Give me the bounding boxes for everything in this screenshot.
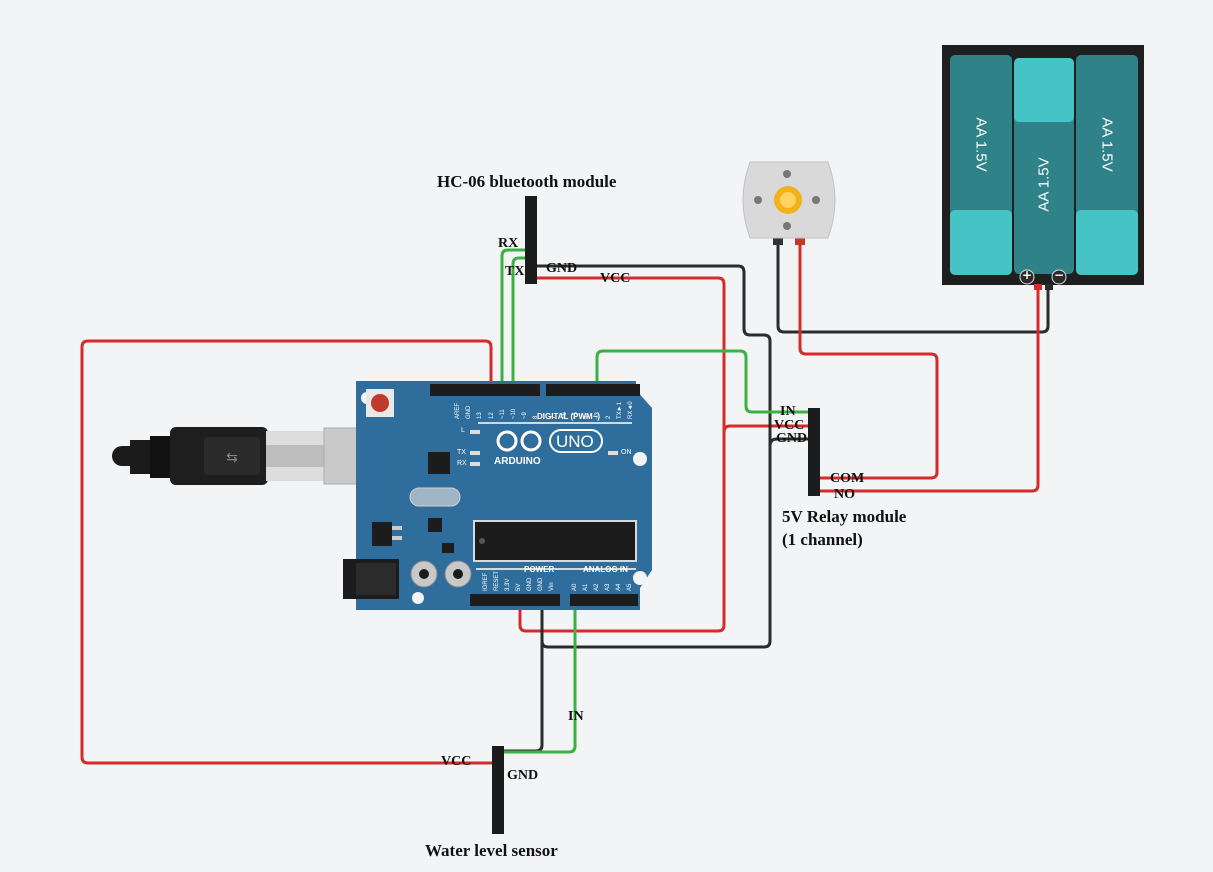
- power-pin-label: 3.3V: [505, 578, 511, 591]
- analog-pin-label: A1: [583, 583, 589, 591]
- wire-sensor-gnd: [498, 638, 544, 753]
- sensor-in-label: IN: [568, 709, 584, 724]
- svg-text:⇆: ⇆: [226, 450, 238, 466]
- relay-title-line1: 5V Relay module: [782, 507, 907, 526]
- relay-no-label: NO: [834, 487, 855, 502]
- relay-title-line2: (1 channel): [782, 530, 863, 549]
- wire-relay-gnd: [768, 437, 815, 448]
- analog-pin-label: A0: [572, 583, 578, 591]
- battery-plus-label: +: [1022, 268, 1033, 282]
- arduino-model: UNO: [556, 432, 594, 451]
- digital-pin-label: ~6: [562, 412, 568, 419]
- arduino-brand: ARDUINO: [494, 456, 541, 467]
- analog-header-label: ANALOG IN: [583, 565, 628, 574]
- relay-vcc-label: VCC: [774, 418, 805, 433]
- battery-cell-2-label: AA 1.5V: [1035, 157, 1053, 212]
- digital-pin-label: 12: [488, 412, 495, 419]
- relay-com-label: COM: [830, 471, 865, 486]
- battery-minus-label: −: [1054, 268, 1065, 282]
- led-rx-label: RX: [457, 460, 467, 467]
- wire-sensor-signal: [498, 596, 577, 754]
- wire-relay-in: [595, 349, 815, 414]
- power-pin-label: Vin: [549, 582, 555, 591]
- digital-header-label: DIGITAL (PWM~): [537, 412, 601, 421]
- bluetooth-header: [525, 196, 537, 284]
- wire-relay-vcc: [722, 424, 815, 434]
- led-on-label: ON: [621, 449, 632, 456]
- dc-motor: [742, 161, 836, 245]
- wire-motor-black: [776, 243, 1050, 334]
- bt-tx-label: TX: [505, 264, 525, 279]
- sensor-gnd-label: GND: [507, 768, 539, 783]
- digital-pin-label: 8: [533, 415, 540, 419]
- sensor-header: [492, 746, 504, 834]
- battery-pack: [942, 45, 1144, 290]
- power-header-label: POWER: [524, 565, 555, 574]
- power-pin-label: GND: [538, 577, 544, 591]
- digital-pin-label: 2: [606, 415, 612, 419]
- digital-pin-label: ~9: [522, 412, 529, 419]
- battery-cell-1-label: AA 1.5V: [972, 117, 990, 172]
- digital-pin-label: TX►1: [617, 402, 623, 419]
- led-l-label: L: [461, 427, 465, 434]
- digital-pin-label: ~5: [573, 412, 579, 419]
- analog-pin-label: A5: [627, 583, 633, 591]
- wire-motor-red: [798, 243, 939, 480]
- power-pin-label: IOREF: [483, 572, 489, 591]
- wire-bt-rx: [500, 248, 532, 391]
- wire-sensor-vcc: [80, 339, 495, 765]
- digital-pin-label: ~11: [499, 409, 506, 419]
- wire-gnd: [531, 264, 772, 649]
- bt-gnd-label: GND: [546, 261, 578, 276]
- usb-cable: ⇆: [112, 427, 397, 485]
- digital-pin-label: ~10: [511, 408, 517, 419]
- digital-pin-label: 4: [584, 415, 590, 419]
- led-tx-label: TX: [457, 449, 466, 456]
- digital-pin-label: RX◄0: [628, 401, 634, 419]
- sensor-vcc-label: VCC: [441, 754, 472, 769]
- sensor-title: Water level sensor: [425, 841, 558, 860]
- relay-header: [808, 408, 820, 496]
- bt-vcc-label: VCC: [600, 271, 631, 286]
- relay-in-label: IN: [780, 404, 796, 419]
- power-pin-label: GND: [527, 577, 533, 591]
- analog-pin-label: A3: [605, 583, 611, 591]
- battery-cell-3-label: AA 1.5V: [1098, 117, 1116, 172]
- bluetooth-title: HC-06 bluetooth module: [437, 172, 617, 191]
- analog-pin-label: A2: [594, 583, 600, 591]
- bt-rx-label: RX: [498, 236, 519, 251]
- wire-bt-tx: [511, 256, 532, 391]
- digital-pin-label: AREF: [455, 402, 461, 419]
- digital-pin-label: GND: [466, 405, 473, 419]
- digital-pin-label: 13: [477, 412, 484, 419]
- analog-pin-label: A4: [616, 583, 622, 591]
- wire-battery-red: [816, 282, 1040, 493]
- relay-gnd-label: GND: [776, 431, 808, 446]
- digital-pin-label: ~3: [595, 412, 601, 419]
- power-pin-label: RESET: [494, 570, 500, 591]
- wires: [80, 243, 1050, 765]
- wire-5v: [518, 276, 726, 633]
- power-pin-label: 5V: [516, 583, 522, 591]
- digital-pin-label: 7: [551, 415, 557, 419]
- arduino-board: [343, 381, 652, 610]
